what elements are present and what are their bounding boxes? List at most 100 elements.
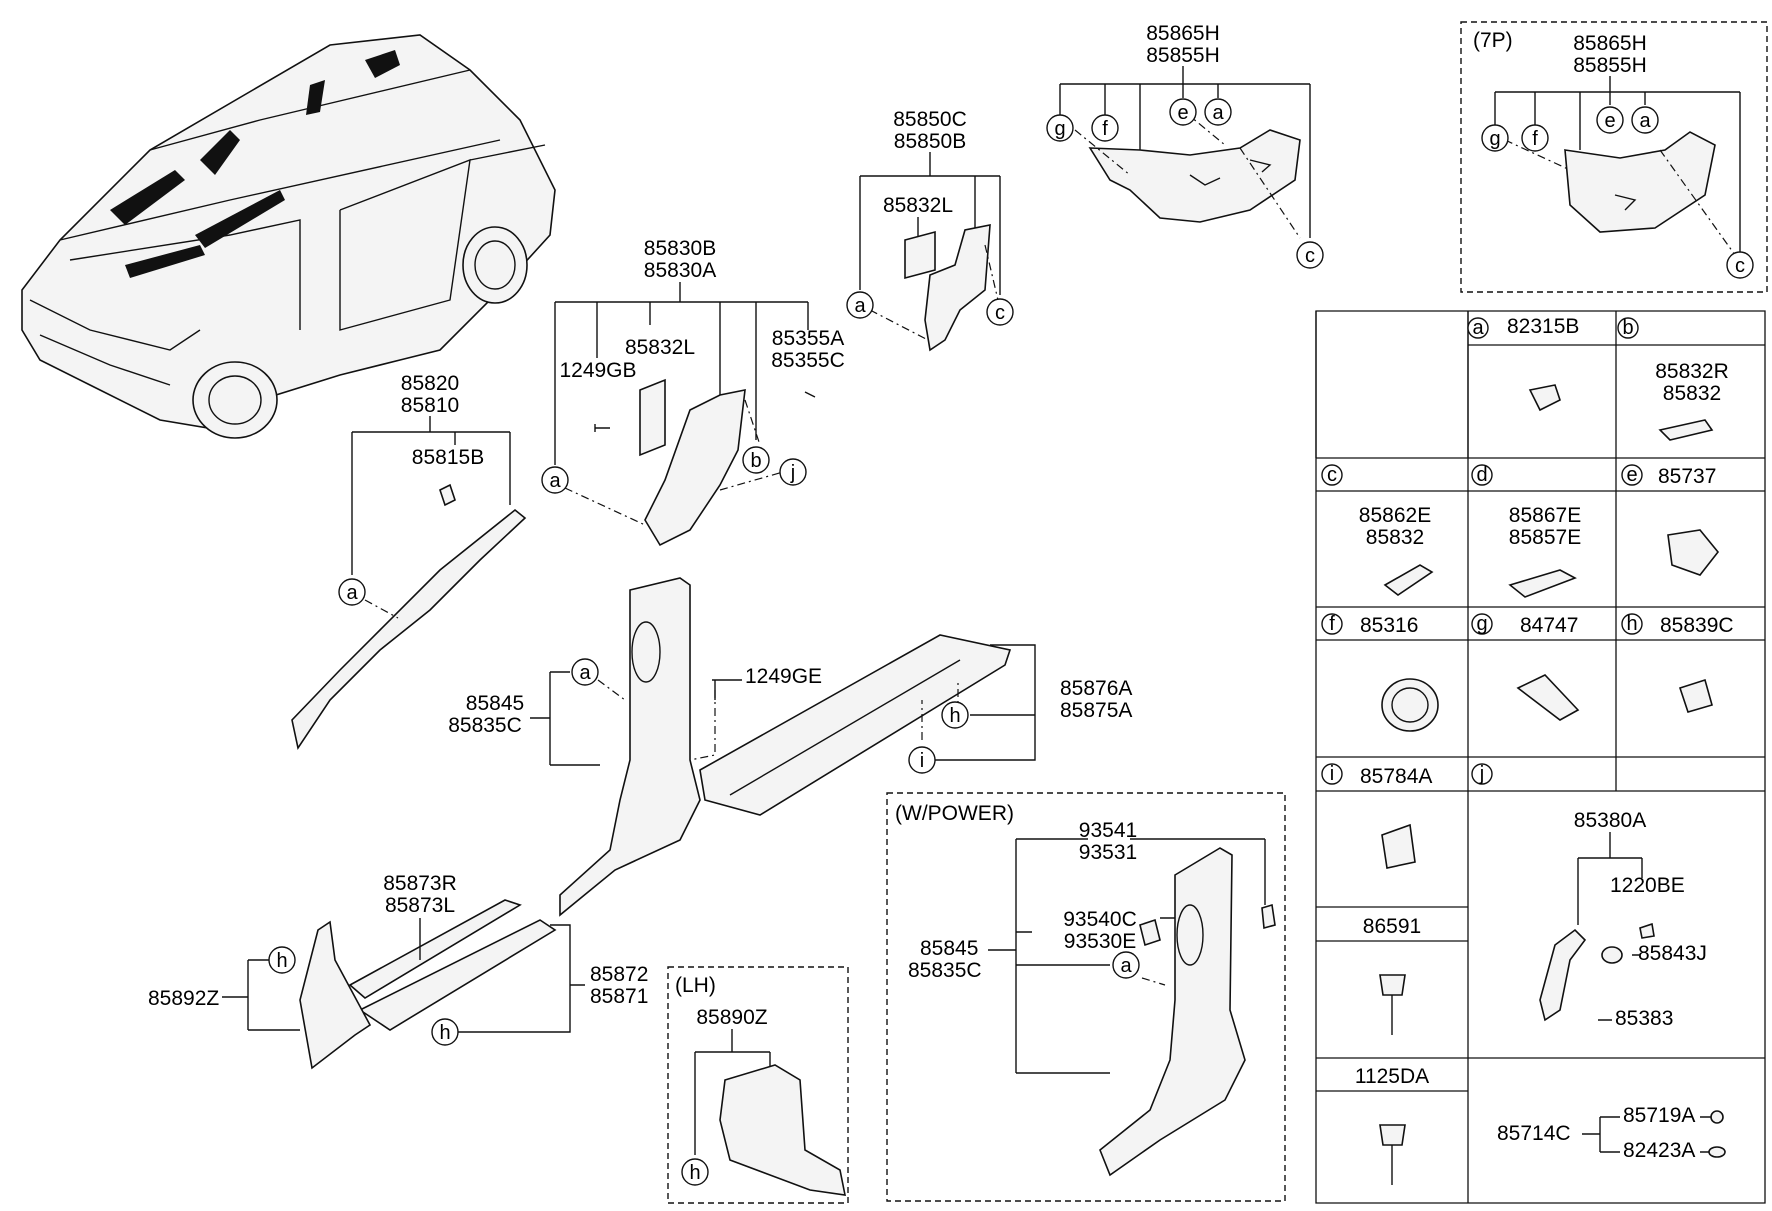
callout-c: c: [1296, 241, 1324, 269]
callout-a: a: [1631, 106, 1659, 134]
callout-circle: [986, 298, 1014, 326]
table-1125da: 1125DA: [1355, 1065, 1429, 1088]
callout-letter: a: [1472, 317, 1484, 339]
table-a-part: 82315B: [1507, 315, 1579, 338]
callout-letter: c: [995, 302, 1005, 324]
group-85820: 85820 85810 85815B: [291, 372, 527, 751]
callout-circle: [846, 291, 874, 319]
label-85832l-top: 85832L: [883, 194, 953, 217]
callout-circle: [1321, 464, 1343, 486]
callout-letter: a: [1120, 955, 1132, 977]
table-b-part2: 85832: [1663, 382, 1721, 405]
callout-j: j: [1471, 763, 1493, 785]
table-d-part1: 85867E: [1509, 504, 1581, 527]
callout-circle: [338, 578, 366, 606]
callout-letter: a: [854, 295, 866, 317]
callout-circle: [541, 466, 569, 494]
label-93541: 93541: [1079, 819, 1137, 842]
callout-circle: [1112, 951, 1140, 979]
callout-circle: [1621, 613, 1643, 635]
label-85873l: 85873L: [385, 894, 455, 917]
callout-letter: j: [790, 462, 795, 484]
callout-a: a: [541, 466, 569, 494]
callout-h: h: [1621, 613, 1643, 635]
label-93530e: 93530E: [1064, 930, 1136, 953]
table-f-part: 85316: [1360, 614, 1418, 637]
callout-a: a: [338, 578, 366, 606]
callout-f: f: [1521, 124, 1549, 152]
label-85845-pw: 85845: [920, 937, 978, 960]
label-93540c: 93540C: [1063, 908, 1137, 931]
table-d-part2: 85857E: [1509, 526, 1581, 549]
callout-circle: [779, 458, 807, 486]
callout-c: c: [986, 298, 1014, 326]
callout-letter: i: [1330, 763, 1334, 785]
label-85835c-pw: 85835C: [908, 959, 982, 982]
callout-letter: h: [949, 705, 960, 727]
callout-circle: [1471, 464, 1493, 486]
callout-b: b: [742, 446, 770, 474]
label-85830a: 85830A: [644, 259, 716, 282]
box-label-lh: (LH): [675, 974, 716, 997]
callout-h: h: [268, 946, 296, 974]
callout-circle: [268, 946, 296, 974]
callout-letter: f: [1532, 128, 1538, 150]
vehicle-illustration: [21, 34, 556, 439]
callout-letter: g: [1054, 118, 1065, 140]
callout-letter: a: [1212, 102, 1224, 124]
table-c-part1: 85862E: [1359, 504, 1431, 527]
callout-circle: [1596, 106, 1624, 134]
table-i-part: 85784A: [1360, 765, 1432, 788]
callout-circle: [1726, 251, 1754, 279]
callout-circle: [1467, 317, 1489, 339]
table-86591: 86591: [1363, 915, 1421, 938]
callout-circle: [1521, 124, 1549, 152]
table-m-82423a: 82423A: [1623, 1139, 1695, 1162]
label-85850b: 85850B: [894, 130, 966, 153]
callout-h: h: [681, 1158, 709, 1186]
callout-g: g: [1481, 124, 1509, 152]
group-85830b: 85830B 85830A 1249GB 85832L 85355A 85355…: [554, 237, 845, 547]
callout-circle: [1631, 106, 1659, 134]
table-j-85383: 85383: [1615, 1007, 1673, 1030]
callout-letter: e: [1604, 110, 1615, 132]
callout-letter: b: [750, 450, 761, 472]
callout-a: a: [1204, 98, 1232, 126]
label-85872: 85872: [590, 963, 648, 986]
callout-circle: [431, 1018, 459, 1046]
callout-g: g: [1046, 114, 1074, 142]
label-85890z: 85890Z: [696, 1006, 767, 1029]
callout-e: e: [1596, 106, 1624, 134]
callout-a: a: [1467, 317, 1489, 339]
callout-circle: [681, 1158, 709, 1186]
callout-letter: h: [439, 1022, 450, 1044]
callout-f: f: [1091, 114, 1119, 142]
callout-circle: [1481, 124, 1509, 152]
table-g-part: 84747: [1520, 614, 1578, 637]
callout-circle: [1321, 763, 1343, 785]
group-85865h: 85865H 85855H: [1059, 22, 1311, 239]
group-w-power: (W/POWER) 93541 93531 93540C 93530E 8584…: [886, 792, 1286, 1202]
label-85830b: 85830B: [644, 237, 716, 260]
callout-letter: i: [920, 750, 924, 772]
label-85355c: 85355C: [771, 349, 845, 372]
callout-letter: h: [276, 950, 287, 972]
label-85875a: 85875A: [1060, 699, 1132, 722]
label-85873r: 85873R: [383, 872, 457, 895]
callout-letter: a: [346, 582, 358, 604]
table-j-1220be: 1220BE: [1610, 874, 1685, 897]
callout-letter: j: [1479, 763, 1484, 785]
label-85855h-7p: 85855H: [1573, 54, 1647, 77]
callout-circle: [1046, 114, 1074, 142]
group-85873r: 85873R 85873L 85872 85871 85892Z: [148, 872, 648, 1070]
box-label-w-power: (W/POWER): [895, 802, 1014, 825]
callout-letter: e: [1626, 464, 1637, 486]
callout-letter: e: [1177, 102, 1188, 124]
callout-letter: h: [689, 1162, 700, 1184]
callout-c: c: [1321, 464, 1343, 486]
table-j-85843j: 85843J: [1638, 942, 1707, 965]
callout-a: a: [571, 658, 599, 686]
callout-j: j: [779, 458, 807, 486]
